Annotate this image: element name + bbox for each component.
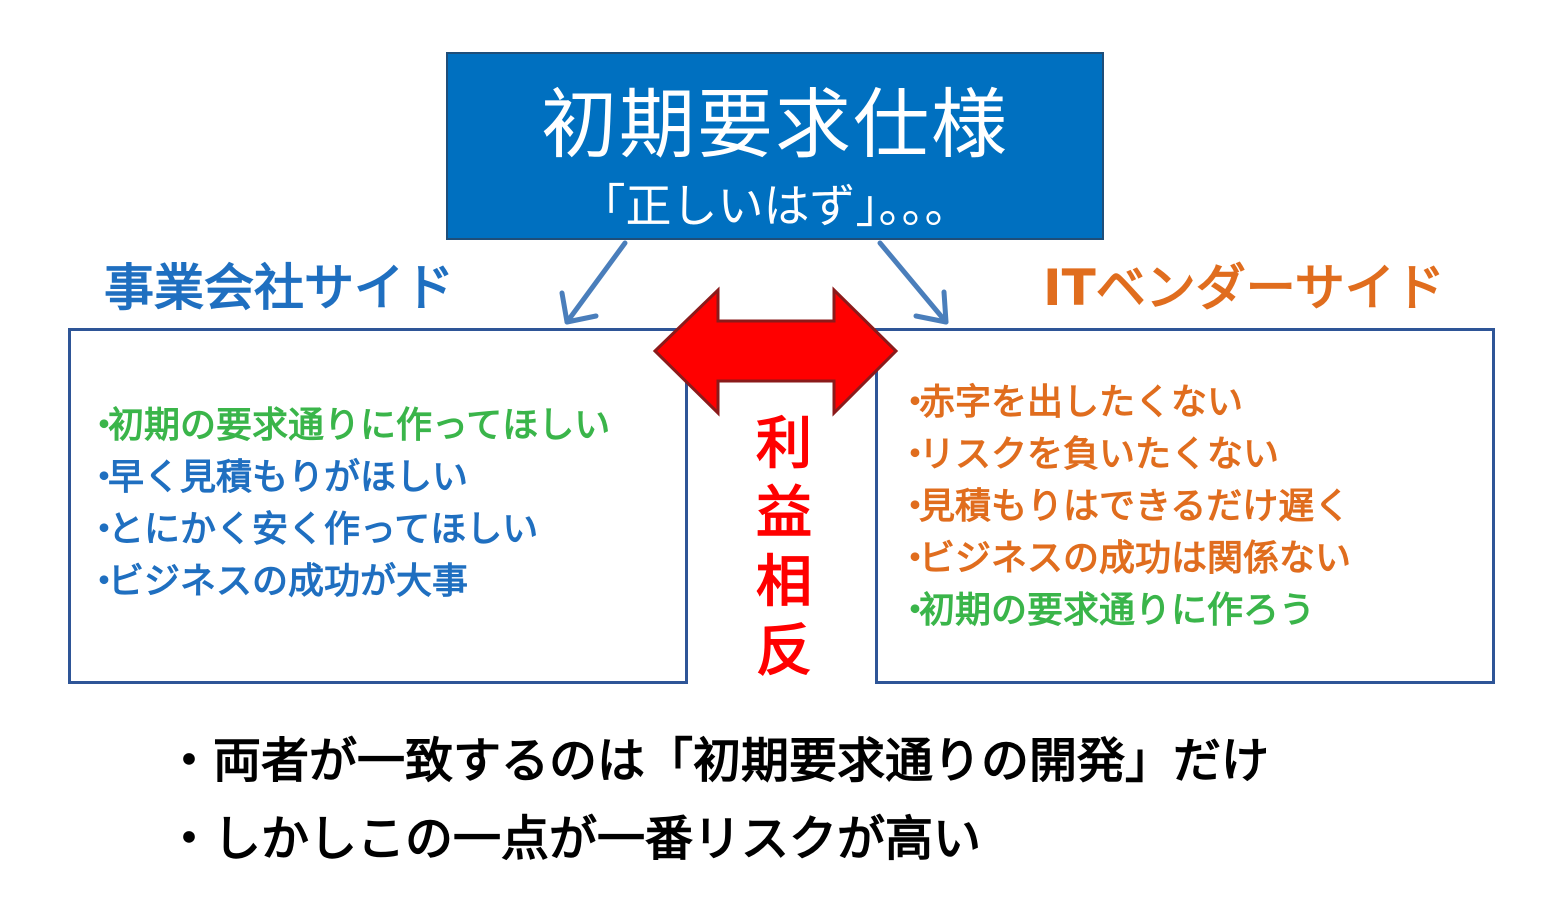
initial-requirements-box: 初期要求仕様 「正しいはず」。。。 (446, 52, 1104, 240)
conflict-double-arrow-icon (652, 286, 899, 417)
bullet: ・ (86, 405, 123, 446)
vendor-side-list: ・赤字を出したくない・リスクを負いたくない・見積もりはできるだけ遅く・ビジネスの… (897, 377, 1351, 637)
conflict-of-interest-label: 利 益 相 反 (744, 410, 824, 686)
business-side-label: 事業会社サイド (104, 259, 454, 317)
conclusion-line: ・しかしこの一点が一番リスクが高い (165, 800, 1269, 878)
business-side-item: ・ビジネスの成功が大事 (86, 556, 610, 608)
item-text: とにかく安く作ってほしい (108, 509, 539, 550)
initial-requirements-subtitle: 「正しいはず」。。。 (579, 179, 971, 233)
bullet: ・ (86, 457, 123, 498)
bullet: ・ (897, 538, 934, 579)
bullet: ・ (86, 509, 123, 550)
business-side-list: ・初期の要求通りに作ってほしい・早く見積もりがほしい・とにかく安く作ってほしい・… (86, 400, 610, 608)
initial-requirements-title: 初期要求仕様 (541, 80, 1009, 169)
item-text: 早く見積もりがほしい (108, 457, 469, 498)
vendor-side-panel (875, 328, 1495, 684)
conclusion-bullet: ・ (165, 733, 214, 789)
conflict-char: 益 (756, 481, 812, 546)
bullet: ・ (897, 382, 934, 423)
bullet: ・ (897, 486, 934, 527)
item-text: 初期の要求通りに作ろう (919, 590, 1316, 631)
item-text: リスクを負いたくない (919, 434, 1280, 475)
item-text: 初期の要求通りに作ってほしい (108, 405, 611, 446)
item-text: 赤字を出したくない (919, 382, 1244, 423)
conclusion-bullet: ・ (165, 811, 214, 867)
bullet: ・ (86, 561, 123, 602)
business-side-item: ・とにかく安く作ってほしい (86, 504, 610, 556)
item-text: 見積もりはできるだけ遅く (919, 486, 1351, 527)
vendor-side-label: ITベンダーサイド (1043, 259, 1445, 317)
business-side-panel (68, 328, 688, 684)
business-side-item: ・早く見積もりがほしい (86, 452, 610, 504)
conflict-char: 反 (756, 619, 812, 684)
vendor-side-item: ・赤字を出したくない (897, 377, 1351, 429)
arrow-to-vendor-side (877, 240, 949, 325)
item-text: ビジネスの成功は関係ない (919, 538, 1352, 579)
arrow-to-business-side (559, 240, 628, 325)
conclusion-line: ・両者が一致するのは「初期要求通りの開発」だけ (165, 722, 1269, 800)
bullet: ・ (897, 434, 934, 475)
conclusion-line-text: 両者が一致するのは「初期要求通りの開発」だけ (213, 733, 1270, 789)
conclusion-line-text: しかしこの一点が一番リスクが高い (213, 811, 982, 867)
vendor-side-item: ・見積もりはできるだけ遅く (897, 481, 1351, 533)
business-side-item: ・初期の要求通りに作ってほしい (86, 400, 610, 452)
vendor-side-item: ・初期の要求通りに作ろう (897, 585, 1351, 637)
conflict-char: 相 (756, 550, 812, 615)
item-text: ビジネスの成功が大事 (108, 561, 469, 602)
conclusion: ・両者が一致するのは「初期要求通りの開発」だけ ・しかしこの一点が一番リスクが高… (165, 722, 1269, 878)
conflict-char: 利 (756, 412, 812, 477)
vendor-side-item: ・リスクを負いたくない (897, 429, 1351, 481)
bullet: ・ (897, 590, 934, 631)
vendor-side-item: ・ビジネスの成功は関係ない (897, 533, 1351, 585)
